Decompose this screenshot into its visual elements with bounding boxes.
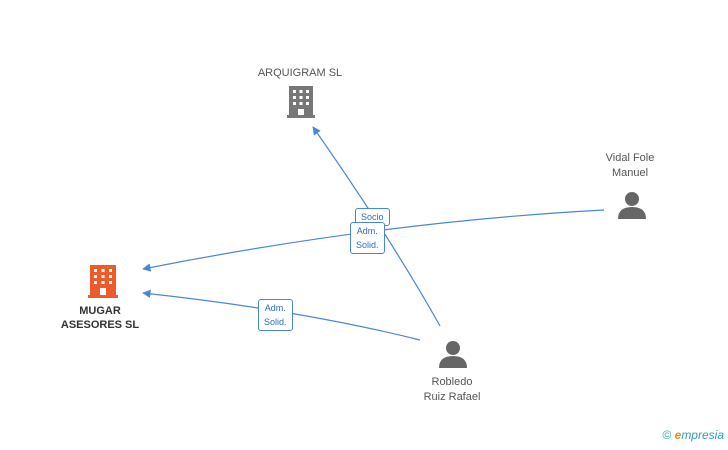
node-label-robledo[interactable]: Robledo Ruiz Rafael: [402, 375, 502, 405]
node-label-line: Robledo: [431, 376, 473, 388]
person-icon[interactable]: [439, 341, 467, 368]
node-label-vidal[interactable]: Vidal Fole Manuel: [580, 151, 680, 181]
node-label-line: Vidal Fole: [605, 152, 655, 164]
brand-name: mpresia: [681, 428, 724, 442]
edge-label-adm-solid[interactable]: Adm. Solid.: [350, 222, 385, 254]
node-label-line: Ruiz Rafael: [423, 391, 481, 403]
edge-label-line: Adm.: [264, 303, 286, 313]
node-label-line: MUGAR: [79, 305, 121, 317]
person-icon[interactable]: [618, 192, 646, 219]
empresia-watermark[interactable]: © empresia: [662, 428, 724, 442]
node-label-mugar[interactable]: MUGAR ASESORES SL: [50, 304, 150, 332]
edge-label-line: Adm.: [356, 226, 378, 236]
building-icon[interactable]: [287, 86, 315, 118]
edge-label-line: Solid.: [264, 317, 287, 327]
brand-initial: e: [674, 428, 682, 442]
edge-label-line: Solid.: [356, 240, 379, 250]
node-label-arquigram[interactable]: ARQUIGRAM SL: [250, 66, 350, 81]
copyright-icon: ©: [662, 428, 672, 442]
node-label-line: Manuel: [611, 167, 649, 179]
building-icon-highlighted[interactable]: [88, 265, 118, 298]
node-label-text: ARQUIGRAM SL: [257, 67, 343, 79]
edge-label-adm-solid[interactable]: Adm. Solid.: [258, 299, 293, 331]
edge-label-text: Socio: [361, 212, 384, 222]
node-label-line: ASESORES SL: [60, 319, 140, 331]
